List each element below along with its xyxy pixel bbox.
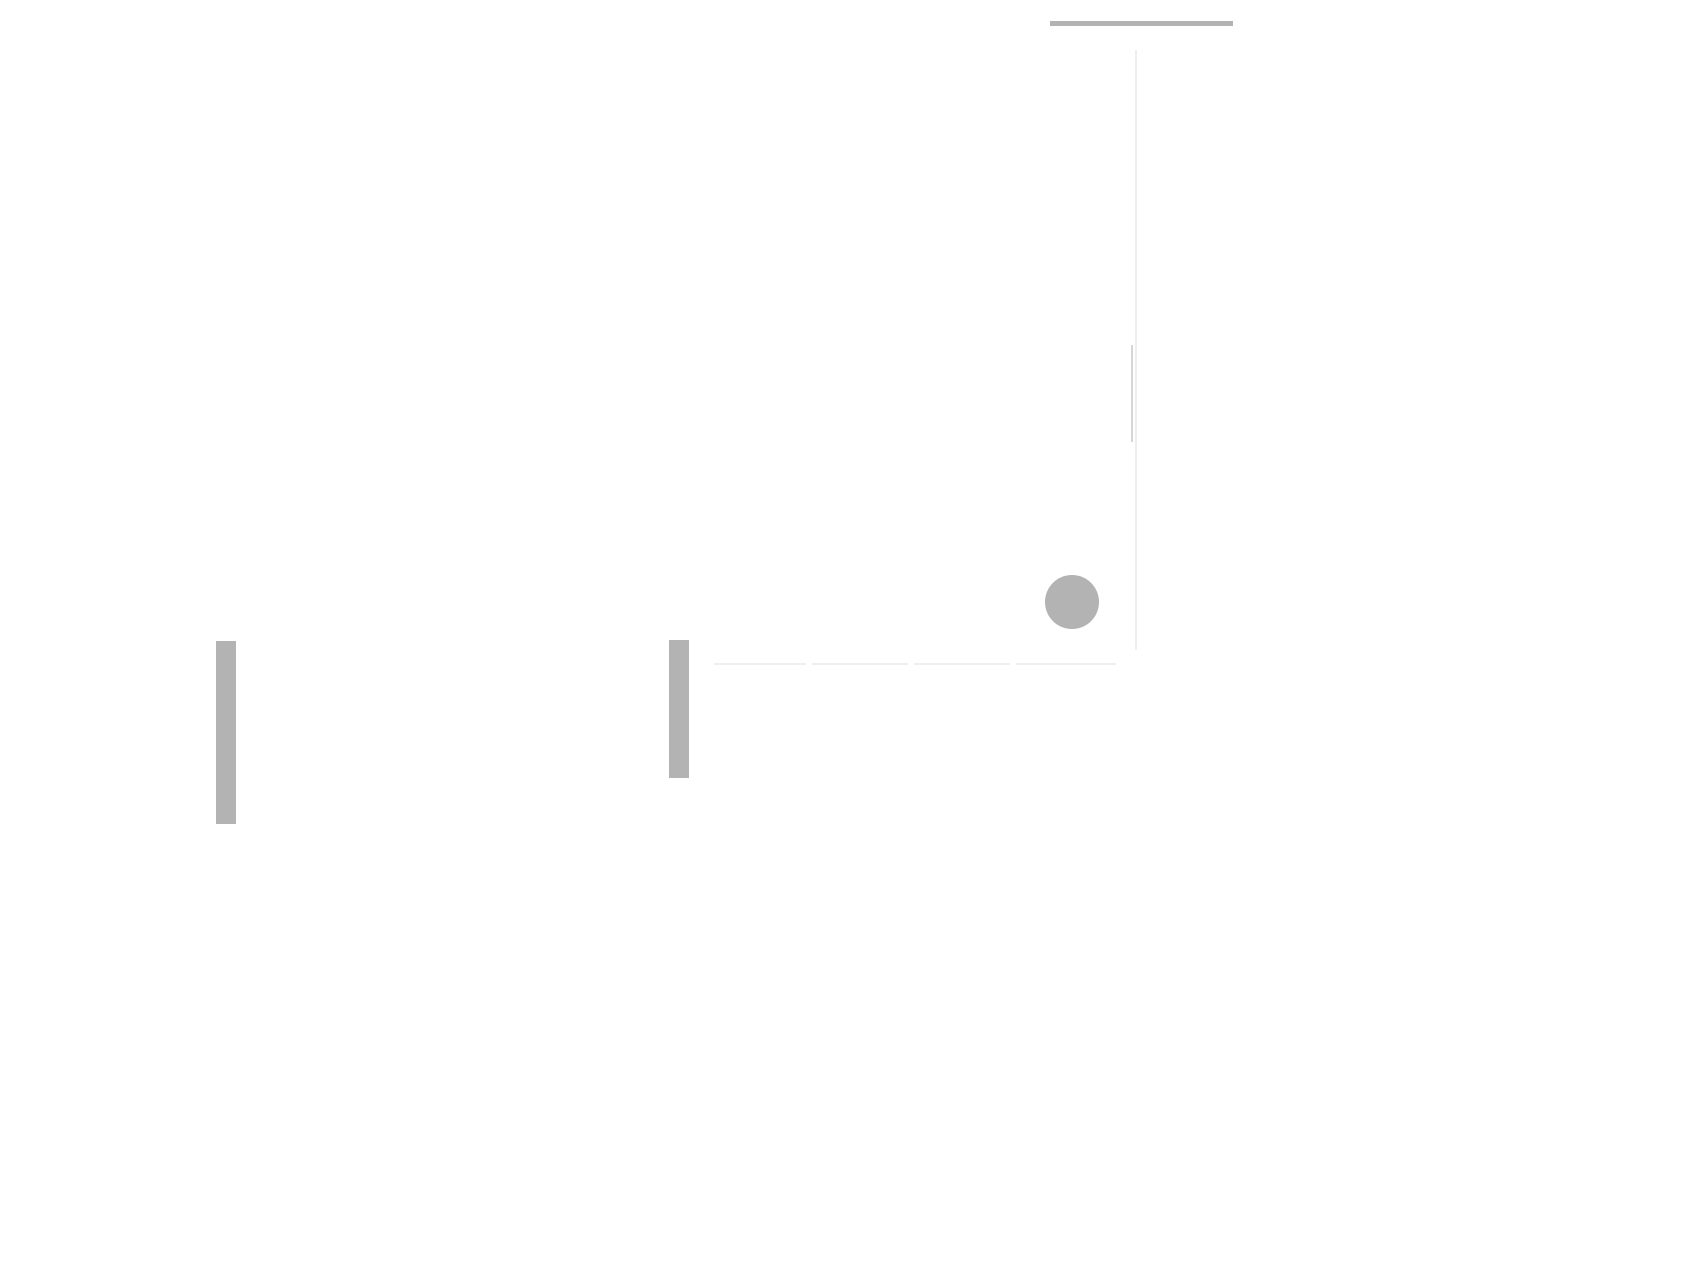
arena-bottom-wall-segment-3 <box>914 663 1010 665</box>
arena-right-wall-mark <box>1131 345 1133 442</box>
arena-right-wall <box>1135 50 1137 650</box>
ball <box>1045 575 1099 629</box>
center-paddle[interactable] <box>669 640 689 778</box>
arena-bottom-wall-segment-2 <box>812 663 908 665</box>
arena-bottom-wall-segment-4 <box>1016 663 1116 665</box>
left-paddle[interactable] <box>216 641 236 824</box>
arena-bottom-wall-segment-1 <box>714 663 806 665</box>
top-paddle[interactable] <box>1050 21 1233 26</box>
